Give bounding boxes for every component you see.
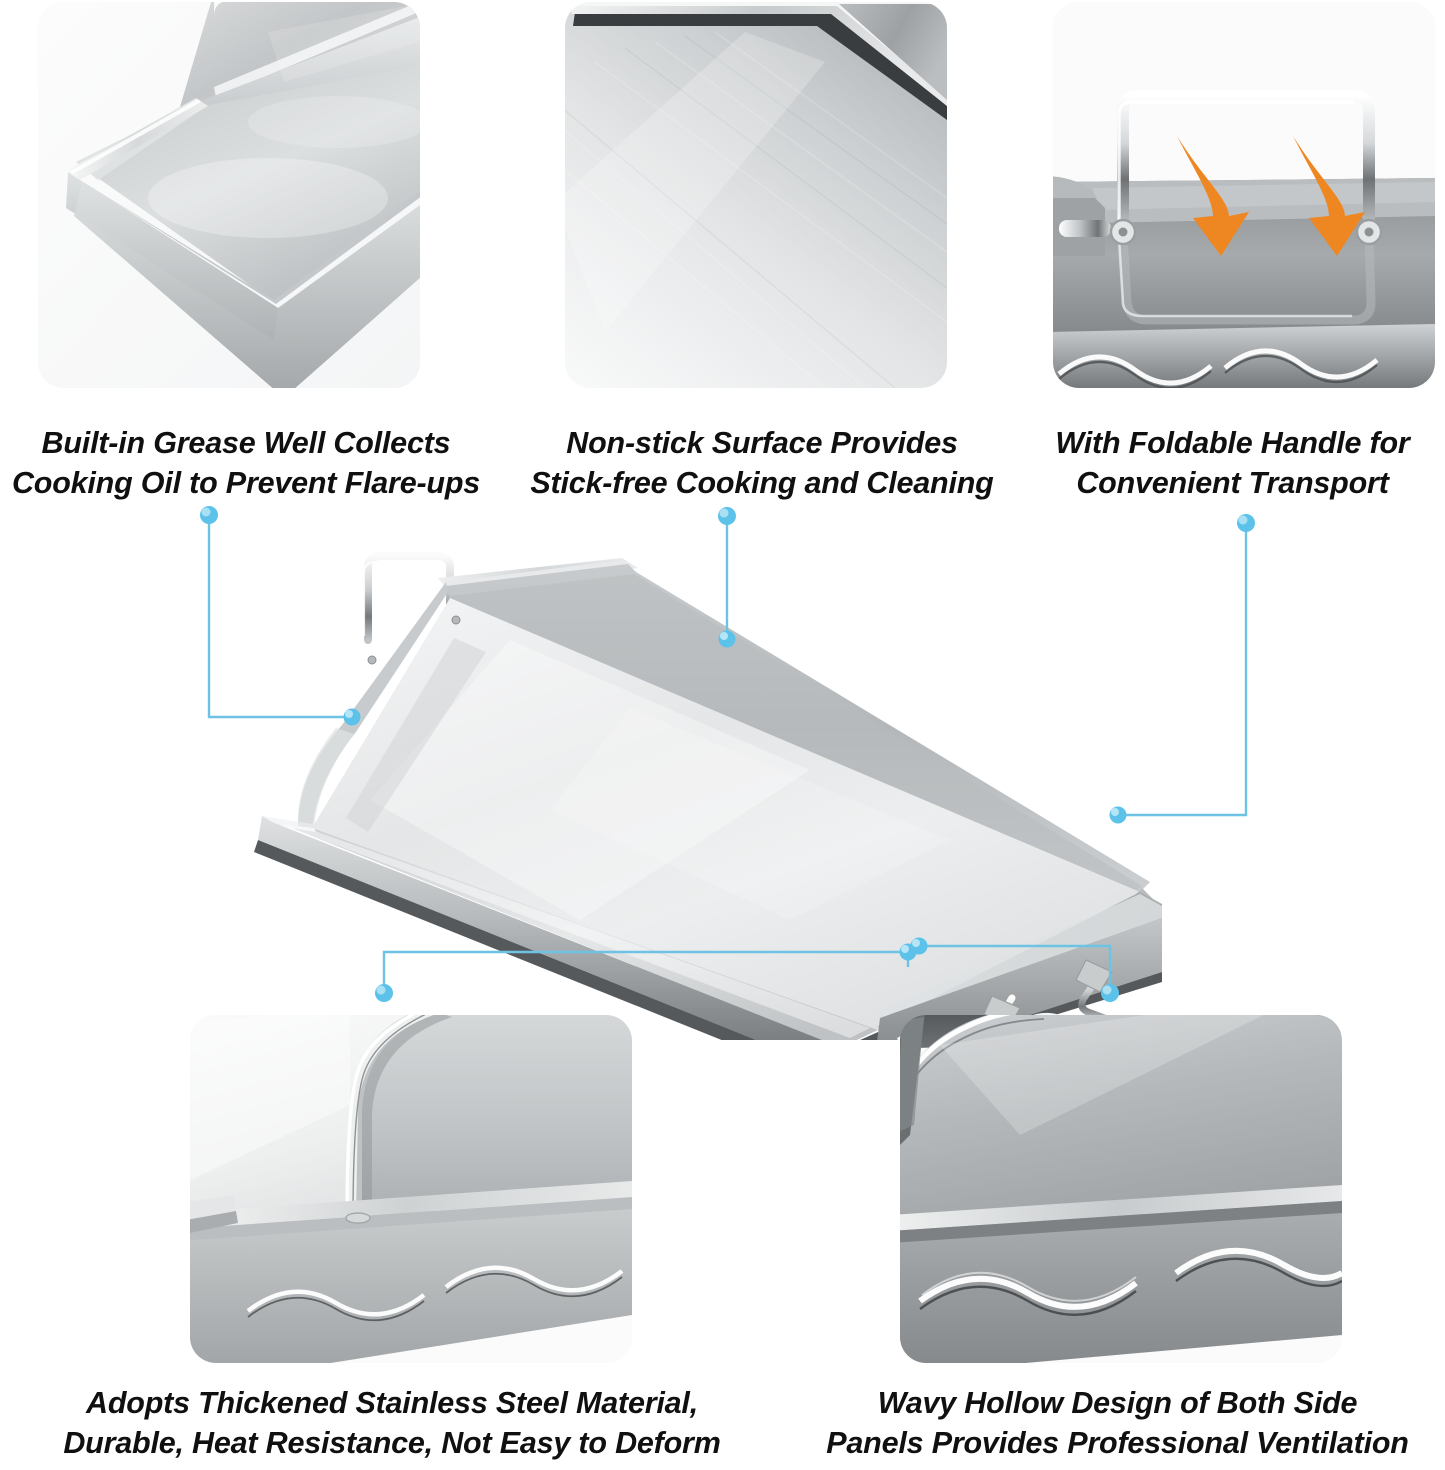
main-product-image[interactable] bbox=[250, 520, 1210, 1040]
thickened-steel-illustration bbox=[190, 1015, 632, 1363]
caption-grease-well: Built-in Grease Well Collects Cooking Oi… bbox=[11, 426, 481, 500]
wavy-vent-cutouts bbox=[918, 1247, 1342, 1310]
thumbnail-wavy-hollow[interactable] bbox=[900, 1015, 1342, 1363]
caption-foldable-handle: With Foldable Handle for Convenient Tran… bbox=[1055, 426, 1410, 500]
thumbnail-foldable-handle[interactable] bbox=[1053, 2, 1435, 388]
thumbnail-non-stick-surface[interactable] bbox=[565, 2, 947, 388]
wavy-vent-cutouts bbox=[246, 1265, 624, 1317]
fold-arrow-left bbox=[1177, 136, 1249, 256]
caption-wavy-hollow: Wavy Hollow Design of Both Side Panels P… bbox=[826, 1386, 1409, 1460]
thumbnail-grease-well[interactable] bbox=[38, 2, 420, 388]
callout-dot-grease-well-label bbox=[200, 506, 218, 524]
thumbnail-thickened-steel[interactable] bbox=[190, 1015, 632, 1363]
caption-non-stick: Non-stick Surface Provides Stick-free Co… bbox=[530, 426, 994, 500]
wavy-hollow-illustration bbox=[900, 1015, 1342, 1363]
non-stick-surface-illustration bbox=[565, 2, 947, 388]
caption-thickened-steel: Adopts Thickened Stainless Steel Materia… bbox=[63, 1386, 721, 1460]
grease-well-illustration bbox=[38, 2, 420, 388]
fold-arrow-right bbox=[1293, 136, 1365, 256]
foldable-handle-illustration bbox=[1053, 2, 1435, 388]
callout-dot-foldable-handle-label bbox=[1237, 514, 1255, 532]
griddle-perspective-illustration bbox=[254, 552, 1162, 1040]
